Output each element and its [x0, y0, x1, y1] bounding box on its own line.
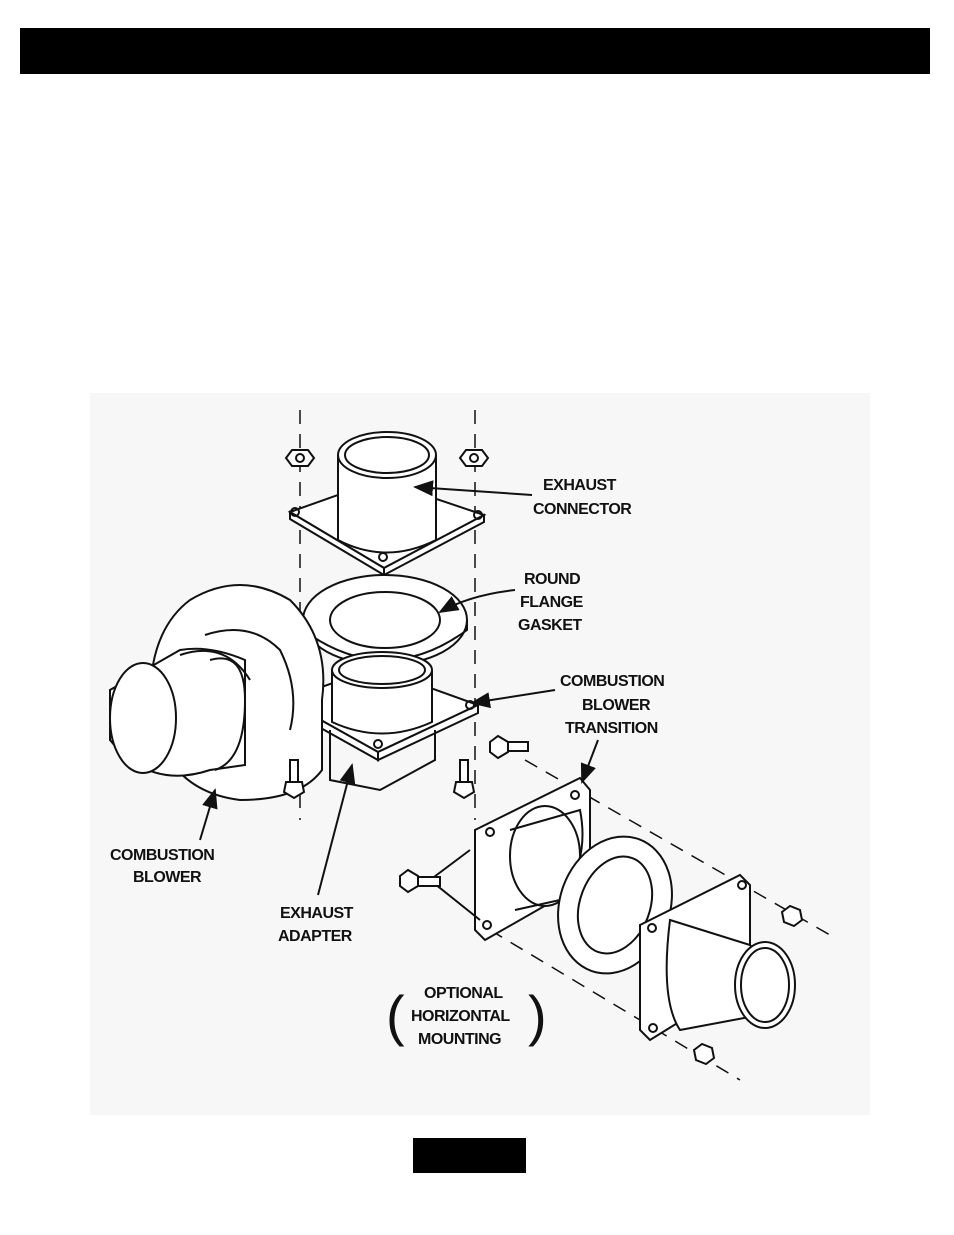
bolt-left	[282, 759, 306, 800]
svg-text:ROUND: ROUND	[524, 571, 580, 588]
leader-arrows	[199, 480, 599, 896]
svg-text:ADAPTER: ADAPTER	[278, 928, 353, 945]
combustion-blower-transition	[282, 651, 481, 792]
horizontal-bolt-upper	[489, 734, 529, 760]
svg-text:GASKET: GASKET	[518, 617, 582, 634]
horizontal-nut-bottom	[692, 1042, 716, 1066]
svg-text:HORIZONTAL: HORIZONTAL	[411, 1008, 510, 1025]
svg-text:CONNECTOR: CONNECTOR	[533, 501, 632, 518]
label-line: HORIZONTAL	[411, 1008, 510, 1025]
svg-text:BLOWER: BLOWER	[582, 697, 651, 714]
label-line: EXHAUST	[543, 477, 617, 494]
svg-text:EXHAUST: EXHAUST	[280, 905, 354, 922]
bolt-right	[452, 759, 476, 800]
label-line: OPTIONAL	[424, 985, 503, 1002]
svg-text:COMBUSTION: COMBUSTION	[560, 673, 664, 690]
label-line: COMBUSTION	[110, 847, 214, 864]
label-round-flange-gasket: ROUND FLANGE GASKET	[518, 571, 584, 634]
label-line: BLOWER	[582, 697, 651, 714]
label-optional-horizontal-mounting: ( OPTIONAL HORIZONTAL MOUNTING )	[386, 984, 547, 1048]
horizontal-nut-right	[780, 904, 804, 928]
label-line: MOUNTING	[418, 1031, 501, 1048]
label-line: ADAPTER	[278, 928, 353, 945]
label-combustion-blower: COMBUSTION BLOWER	[110, 847, 215, 886]
label-line: FLANGE	[520, 594, 584, 611]
label-combustion-blower-transition: COMBUSTION BLOWER TRANSITION	[560, 673, 665, 737]
svg-text:EXHAUST: EXHAUST	[543, 477, 617, 494]
horizontal-exhaust-connector	[639, 873, 796, 1042]
round-flange-gasket	[302, 574, 468, 666]
paren-right: )	[528, 984, 546, 1047]
footer-tab	[413, 1138, 526, 1173]
svg-text:BLOWER: BLOWER	[133, 869, 202, 886]
label-line: EXHAUST	[280, 905, 354, 922]
label-line: TRANSITION	[565, 720, 658, 737]
label-line: GASKET	[518, 617, 582, 634]
horizontal-bolt-lower	[399, 868, 441, 894]
svg-text:COMBUSTION: COMBUSTION	[110, 847, 214, 864]
top-nut-right	[458, 449, 490, 467]
top-nut-left	[284, 449, 316, 467]
header-bar	[20, 28, 930, 74]
paren-left: (	[386, 984, 405, 1047]
label-line: ROUND	[524, 571, 580, 588]
label-line: CONNECTOR	[533, 501, 632, 518]
label-exhaust-adapter: EXHAUST ADAPTER	[278, 905, 354, 945]
horizontal-transition-plate	[428, 776, 591, 942]
svg-text:TRANSITION: TRANSITION	[565, 720, 658, 737]
svg-text:OPTIONAL: OPTIONAL	[424, 985, 503, 1002]
label-exhaust-connector: EXHAUST CONNECTOR	[533, 477, 633, 518]
svg-text:FLANGE: FLANGE	[520, 594, 584, 611]
svg-text:MOUNTING: MOUNTING	[418, 1031, 501, 1048]
label-line: BLOWER	[133, 869, 202, 886]
exhaust-connector	[287, 431, 487, 577]
label-line: COMBUSTION	[560, 673, 664, 690]
